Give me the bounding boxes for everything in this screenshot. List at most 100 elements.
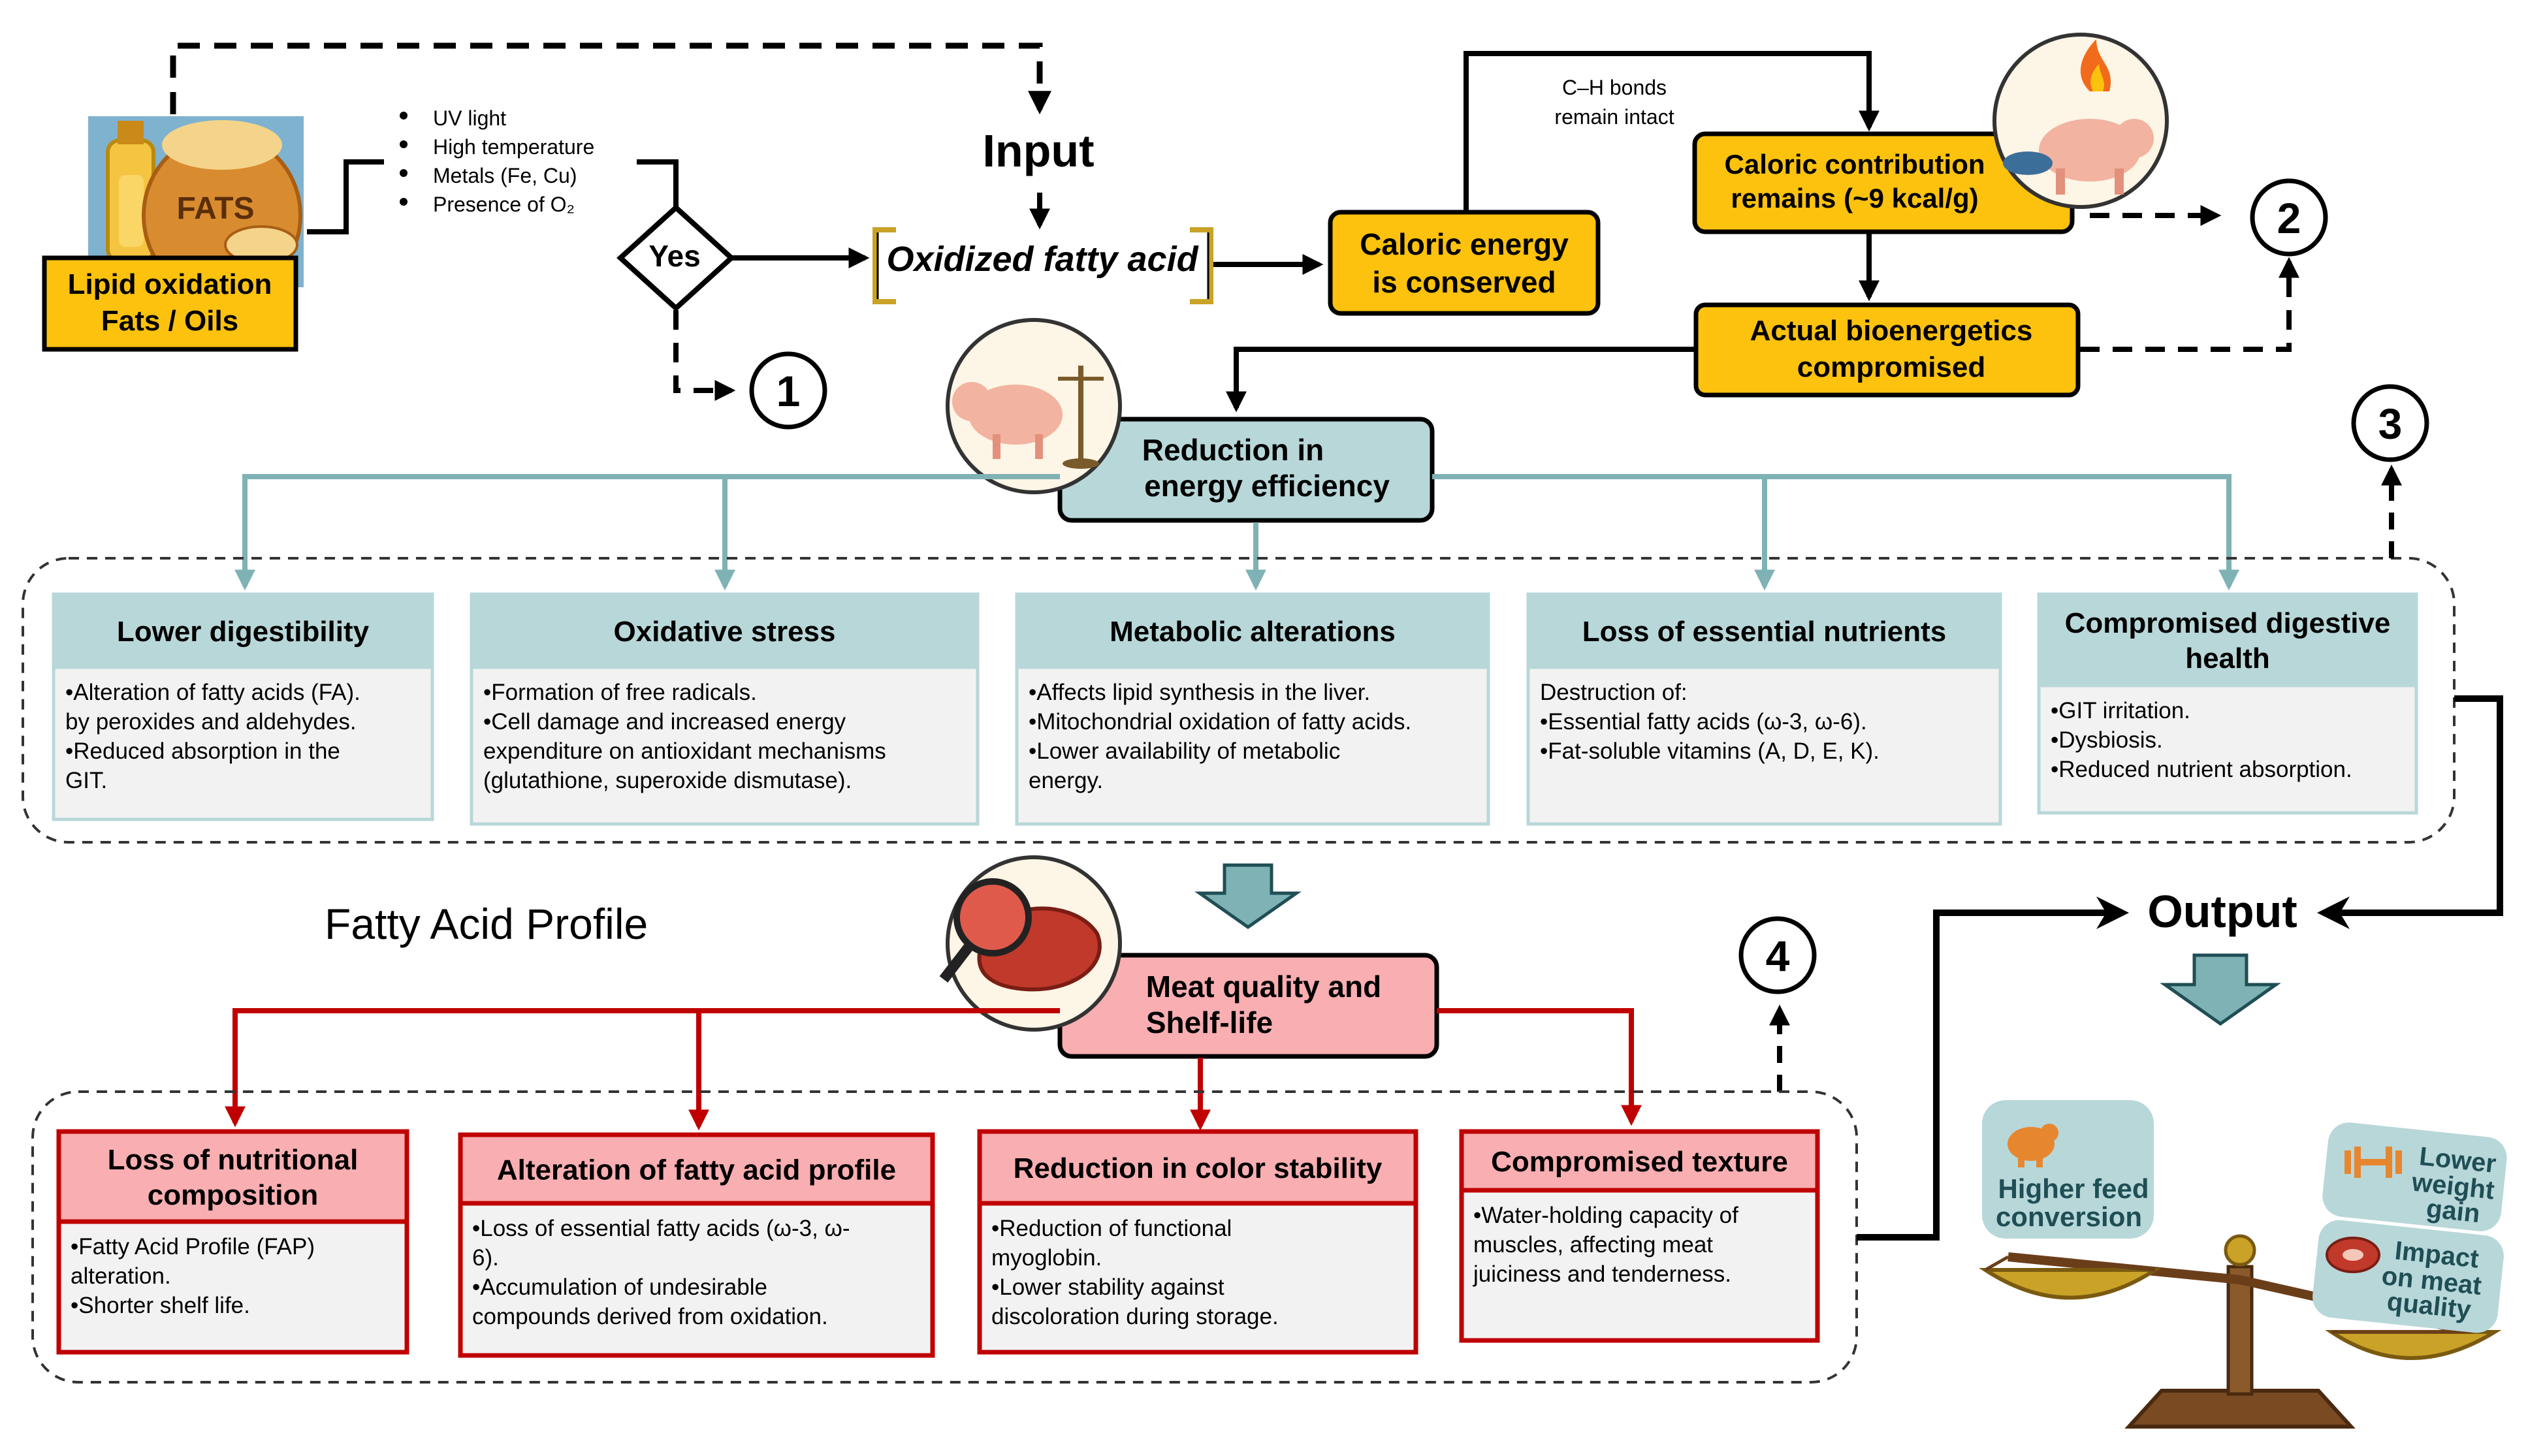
pig-scale-icon	[946, 318, 1122, 494]
effect-card-line: Destruction of:	[1540, 680, 1688, 705]
connector-factors-decision	[637, 159, 679, 208]
input-label: Input	[982, 125, 1094, 176]
bioenergetics-line2: compromised	[1797, 351, 1986, 383]
effect-card-line: •Formation of free radicals.	[483, 680, 757, 705]
marker-4-label: 4	[1766, 932, 1790, 980]
quality-card-title: Compromised texture	[1491, 1146, 1788, 1178]
marker-2-label: 2	[2277, 194, 2301, 242]
quality-card-line: •Shorter shelf life.	[71, 1293, 250, 1318]
connector-effects-output	[2317, 695, 2503, 929]
quality-card: Reduction in color stability•Reduction o…	[977, 1129, 1418, 1355]
quality-card-line: •Loss of essential fatty acids (ω-3, ω-	[472, 1216, 850, 1241]
quality-card-line: alteration.	[71, 1263, 171, 1289]
lipid-oxidation-box	[42, 255, 298, 352]
quality-card-title: Loss of nutritional	[108, 1144, 359, 1176]
marker-3	[2351, 384, 2429, 462]
factor-item: High temperature	[433, 135, 594, 159]
connector-fats-factors	[307, 159, 384, 234]
effect-card-title: Oxidative stress	[614, 616, 836, 648]
fatty-acid-profile-label: Fatty Acid Profile	[325, 900, 648, 948]
fats-label: FATS	[176, 191, 254, 226]
effect-card-header	[1015, 592, 1490, 669]
effect-card-line: •Mitochondrial oxidation of fatty acids.	[1029, 709, 1411, 735]
quality-card-title: Reduction in color stability	[1014, 1152, 1383, 1184]
lipid-oxidation-line1: Lipid oxidation	[68, 268, 272, 300]
meat-impact-card: Impact on meat quality	[2312, 1220, 2504, 1333]
dumbbell-icon	[2344, 1147, 2402, 1178]
quality-card-line: •Fatty Acid Profile (FAP)	[71, 1234, 315, 1259]
ch-bonds-line2: remain intact	[1554, 105, 1674, 129]
effect-card-title: Metabolic alterations	[1110, 616, 1396, 648]
quality-card: Alteration of fatty acid profile •Loss of…	[458, 1132, 935, 1358]
effect-card-line: •Dysbiosis.	[2051, 727, 2163, 753]
effect-card-line: •GIT irritation.	[2051, 698, 2190, 723]
effect-card-header	[1526, 592, 2002, 669]
connector-quality-output	[1857, 896, 2129, 1241]
feed-line2: conversion	[1996, 1201, 2142, 1232]
factor-list: UV light High temperature Metals (Fe, Cu…	[400, 106, 594, 216]
connector-conserved-contribution	[1464, 51, 1880, 212]
effect-card-line: •Fat-soluble vitamins (A, D, E, K).	[1540, 738, 1880, 764]
effect-card-line: energy.	[1029, 768, 1103, 793]
effect-card-line: GIT.	[65, 768, 107, 793]
factor-item: Presence of O₂	[433, 193, 575, 216]
marker-3-label: 3	[2378, 400, 2403, 448]
effect-card-header	[52, 592, 434, 669]
marker-1-label: 1	[776, 367, 801, 415]
lipid-oxidation-line2: Fats / Oils	[101, 305, 238, 337]
effect-card-title: health	[2185, 642, 2270, 674]
factor-item: UV light	[433, 106, 506, 130]
feed-conversion-card: Higher feed conversion	[1982, 1100, 2154, 1239]
dashed-connector-1	[673, 310, 736, 401]
feed-line1: Higher feed	[1998, 1173, 2149, 1204]
caloric-contribution-line1: Caloric contribution	[1725, 149, 1985, 180]
teal-down-arrow-1	[1194, 863, 1302, 930]
oxidized-fatty-acid: Oxidized fatty acid	[886, 240, 1198, 279]
effect-card-line: •Affects lipid synthesis in the liver.	[1029, 680, 1370, 705]
oxidized-bracket-left	[872, 227, 896, 304]
effect-card: Metabolic alterations •Affects lipid synt…	[1015, 592, 1490, 826]
quality-card-line: muscles, affecting meat	[1473, 1232, 1713, 1258]
effect-card-line: •Lower availability of metabolic	[1029, 738, 1340, 764]
quality-card-line: myoglobin.	[991, 1245, 1102, 1271]
weight-line3: gain	[2425, 1194, 2481, 1228]
effect-card-line: by peroxides and aldehydes.	[65, 709, 357, 735]
decision-label: Yes	[648, 239, 700, 273]
effect-card-title: Loss of essential nutrients	[1582, 616, 1946, 648]
dashed-connector-2b	[2080, 257, 2299, 352]
dashed-connector-input	[170, 42, 1051, 115]
effect-card-header	[470, 592, 980, 669]
effect-card-line: •Reduced absorption in the	[65, 738, 340, 764]
effect-card-line: (glutathione, superoxide dismutase).	[483, 768, 852, 793]
reduction-energy-line2: energy efficiency	[1144, 469, 1390, 503]
quality-card-title: Alteration of fatty acid profile	[497, 1154, 896, 1186]
meat-quality-line1: Meat quality and	[1146, 970, 1381, 1004]
connector-bioenergetics-reduction	[1226, 347, 1696, 413]
marker-2	[2250, 178, 2328, 257]
caloric-conserved-line1: Caloric energy	[1360, 227, 1569, 261]
meat-quality-line2: Shelf-life	[1146, 1005, 1273, 1039]
caloric-conserved-line2: is conserved	[1372, 265, 1556, 299]
effect-card-line: •Reduced nutrient absorption.	[2051, 757, 2352, 782]
factor-item: Metals (Fe, Cu)	[433, 164, 577, 187]
bioenergetics-line1: Actual bioenergetics	[1750, 315, 2033, 347]
teal-connectors	[234, 474, 2239, 591]
teal-down-arrow-2	[2160, 953, 2281, 1026]
marker-4	[1738, 916, 1817, 994]
quality-card: Compromised texture•Water-holding capaci…	[1459, 1129, 1820, 1343]
reduction-energy-line1: Reduction in	[1142, 433, 1324, 467]
quality-card-line: compounds derived from oxidation.	[472, 1304, 828, 1329]
piggy-icon	[2008, 1124, 2058, 1167]
effect-card-line: •Essential fatty acids (ω-3, ω-6).	[1540, 709, 1867, 735]
quality-card-header	[56, 1129, 409, 1224]
ch-bonds-line1: C–H bonds	[1562, 76, 1667, 99]
effect-card-header	[2037, 592, 2418, 688]
steak-icon	[2326, 1237, 2380, 1273]
oxidized-bracket-right	[1190, 227, 1213, 304]
effect-card-title: Compromised digestive	[2065, 607, 2391, 639]
effect-card-line: expenditure on antioxidant mechanisms	[483, 738, 886, 764]
quality-card-header	[1459, 1129, 1820, 1193]
